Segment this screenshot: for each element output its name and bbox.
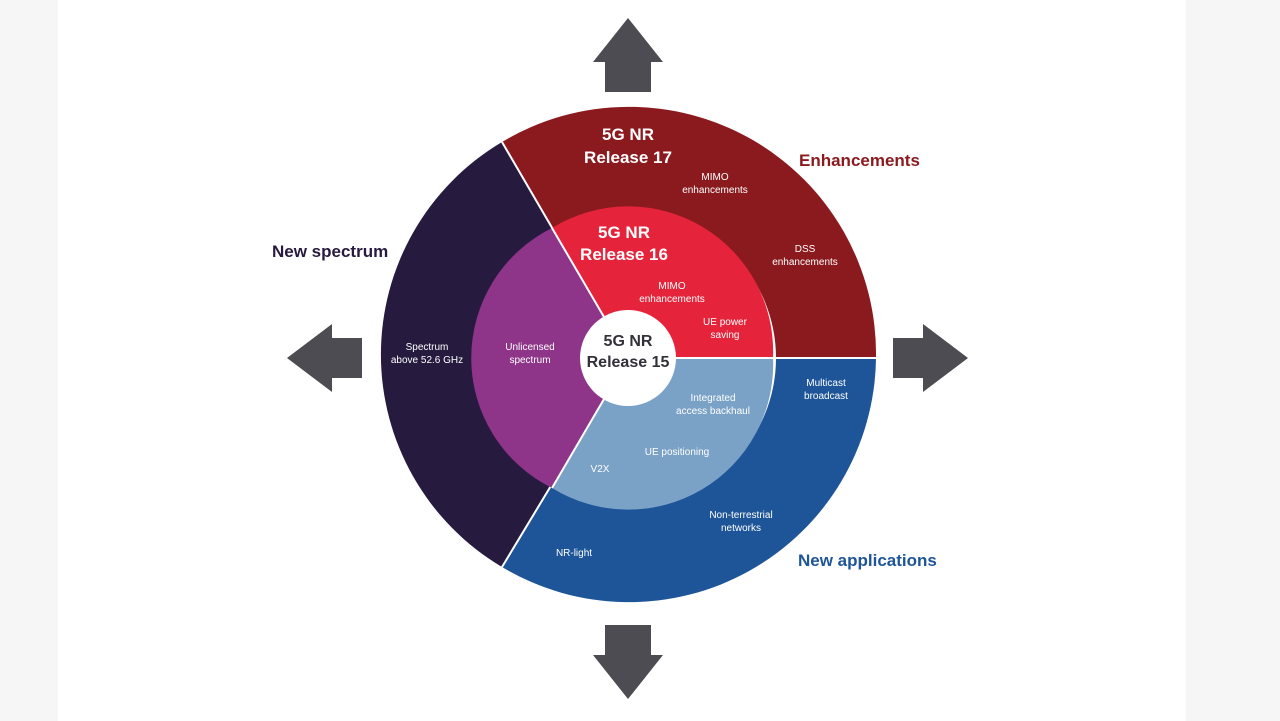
feature-multicast-line2: broadcast <box>804 391 848 402</box>
release15-center <box>580 310 676 406</box>
category-new-applications: New applications <box>798 551 937 570</box>
release17-line1: 5G NR <box>602 125 654 144</box>
release15-line2: Release 15 <box>587 354 670 371</box>
feature-dss-17-line2: enhancements <box>772 257 838 268</box>
feature-multicast-line1: Multicast <box>806 378 846 389</box>
feature-unlicensed-line1: Unlicensed <box>505 342 554 353</box>
category-new-spectrum: New spectrum <box>272 242 388 261</box>
feature-ue-power-line1: UE power <box>703 317 748 328</box>
arrow-right-icon <box>893 324 968 392</box>
feature-ntn-line1: Non-terrestrial <box>709 510 772 521</box>
feature-nr-light: NR-light <box>556 548 592 559</box>
feature-dss-17-line1: DSS <box>795 244 816 255</box>
feature-v2x: V2X <box>591 464 610 475</box>
feature-spectrum-52-line1: Spectrum <box>406 342 449 353</box>
release16-line1: 5G NR <box>598 223 650 242</box>
release17-line2: Release 17 <box>584 148 672 167</box>
segment-unlicensed <box>471 228 628 488</box>
feature-iab-line2: access backhaul <box>676 406 750 417</box>
release15-line1: 5G NR <box>604 333 653 350</box>
feature-mimo-16-line2: enhancements <box>639 294 705 305</box>
feature-iab-line1: Integrated <box>690 393 735 404</box>
feature-ue-power-line2: saving <box>711 330 740 341</box>
feature-spectrum-52-line2: above 52.6 GHz <box>391 355 463 366</box>
feature-unlicensed-line2: spectrum <box>509 355 550 366</box>
feature-mimo-17-line2: enhancements <box>682 185 748 196</box>
feature-ue-positioning: UE positioning <box>645 447 709 458</box>
arrow-left-icon <box>287 324 362 392</box>
feature-mimo-17-line1: MIMO <box>701 172 728 183</box>
arrow-up-icon <box>593 18 663 92</box>
feature-ntn-line2: networks <box>721 523 761 534</box>
arrow-down-icon <box>593 625 663 699</box>
category-enhancements: Enhancements <box>799 151 920 170</box>
feature-mimo-16-line1: MIMO <box>658 281 685 292</box>
release16-line2: Release 16 <box>580 245 668 264</box>
